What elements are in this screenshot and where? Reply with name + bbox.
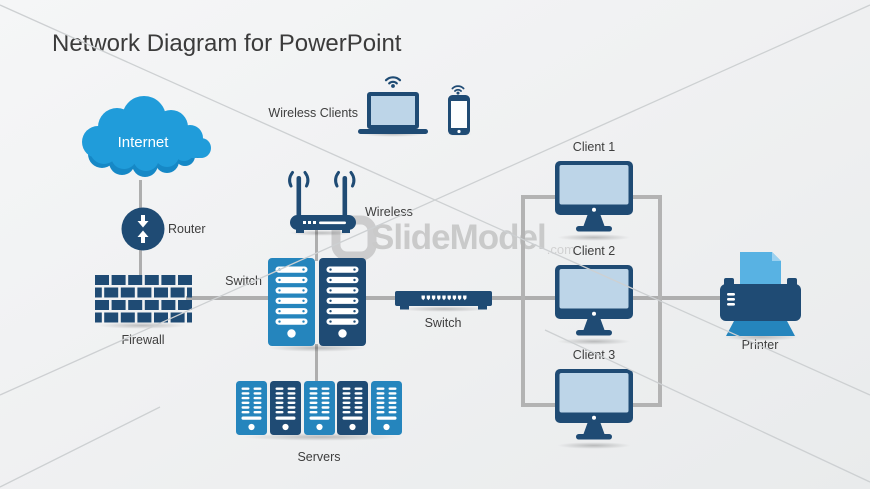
client-1-label: Client 1 xyxy=(572,140,616,154)
server-rack-icon xyxy=(270,381,301,435)
server-tower-icon xyxy=(268,258,366,346)
client-loop-right xyxy=(658,195,662,407)
shadow xyxy=(556,234,632,241)
desktop-monitor-icon xyxy=(555,265,633,336)
watermark-tld: .com xyxy=(546,242,575,257)
switch-box-icon xyxy=(395,291,492,310)
wireless-label: Wireless xyxy=(365,205,413,219)
server-rack-icon xyxy=(303,381,335,435)
shadow xyxy=(556,338,632,345)
brick-wall-icon xyxy=(95,275,192,323)
firewall-label: Firewall xyxy=(121,333,165,347)
router-label: Router xyxy=(168,222,206,236)
client-2-label: Client 2 xyxy=(572,244,616,258)
tower-switch-label: Switch xyxy=(225,274,262,288)
laptop-icon xyxy=(358,92,428,134)
router-circle-icon xyxy=(121,207,165,251)
wireless-clients-label: Wireless Clients xyxy=(268,106,358,120)
connector-router-firewall xyxy=(139,249,142,278)
desktop-monitor-icon xyxy=(555,369,633,440)
shadow xyxy=(556,442,632,449)
rack-switch-label: Switch xyxy=(424,316,462,330)
page-title: Network Diagram for PowerPoint xyxy=(52,30,402,57)
server-rack-icon xyxy=(370,381,402,435)
internet-label: Internet xyxy=(117,134,169,151)
desktop-monitor-icon xyxy=(555,161,633,232)
printer-icon xyxy=(720,252,801,336)
watermark-text: SlideModel xyxy=(371,218,547,257)
wifi-icon xyxy=(384,76,402,88)
server-rack-icon xyxy=(337,381,368,435)
shadow xyxy=(240,433,402,441)
shadow xyxy=(96,322,188,329)
server-rack-icon xyxy=(236,381,267,435)
smartphone-icon xyxy=(448,95,470,135)
watermark: SlideModel .com xyxy=(330,214,575,262)
client-3-label: Client 3 xyxy=(572,348,616,362)
wifi-router-icon xyxy=(288,171,356,233)
servers-label: Servers xyxy=(297,450,341,464)
printer-label: Printer xyxy=(741,338,779,352)
connector-firewall-towers xyxy=(186,296,272,300)
